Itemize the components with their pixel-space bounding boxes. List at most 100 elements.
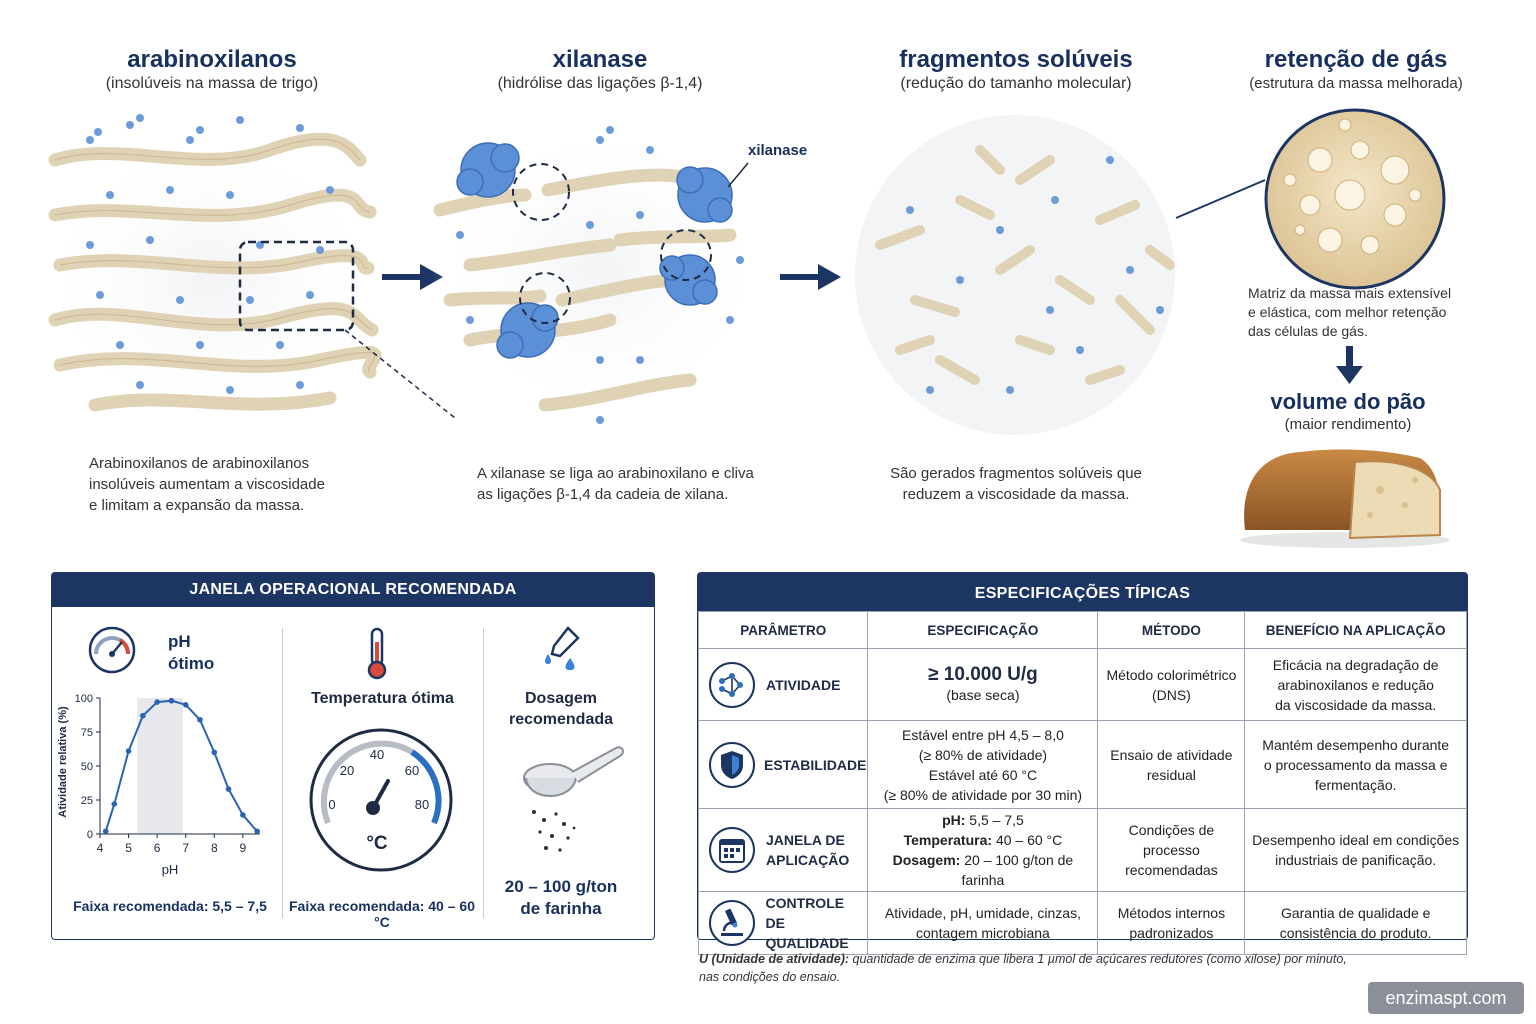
spec-kv: Dosagem: 20 – 100 g/ton de farinha — [869, 850, 1096, 890]
data-point — [182, 702, 189, 708]
caption-line: São gerados fragmentos solúveis que — [890, 465, 1142, 482]
data-point — [125, 748, 132, 754]
benefit-line: Mantém desempenho durante — [1262, 736, 1450, 753]
caption-line: das células de gás. — [1248, 323, 1368, 339]
param-line: JANELA DE — [766, 832, 845, 848]
benefit-cell: Eficácia na degradação de arabinoxilanos… — [1244, 648, 1467, 721]
column-header: PARÂMETRO — [697, 611, 869, 649]
dosage-value-line2: de farinha — [520, 899, 602, 918]
caption-line: reduzem a viscosidade da massa. — [902, 486, 1130, 503]
method-cell: Método colorimétrico (DNS) — [1097, 648, 1246, 721]
method-line: Método colorimétrico — [1106, 666, 1237, 683]
spec-line: Estável entre pH 4,5 – 8,0 — [902, 726, 1064, 743]
param-line: APLICAÇÃO — [766, 852, 850, 868]
column-header: MÉTODO — [1097, 611, 1246, 649]
benefit-line: arabinoxilanos e redução — [1277, 676, 1434, 693]
dosage-value: 20 – 100 g/ton de farinha — [494, 876, 628, 920]
xylanase-label: xilanase — [748, 142, 808, 159]
spec-value: 40 – 60 °C — [995, 832, 1063, 848]
activity-curve — [104, 699, 258, 832]
spec-value: 20 – 100 g/ton de farinha — [961, 852, 1074, 888]
x-tick-label: 5 — [125, 841, 132, 855]
measuring-scoop-icon — [523, 746, 624, 852]
stage1-title: arabinoxilanos — [127, 46, 297, 73]
param-label: ESTABILIDADE — [764, 756, 867, 773]
arabinoxylan-network — [35, 114, 456, 430]
footnote-line1: U (Unidade de atividade): quantidade de … — [699, 950, 1359, 968]
recommended-band — [137, 698, 183, 834]
spec-cell: Atividade, pH, umidade, cinzas, contagem… — [867, 891, 1099, 955]
flow-arrow-2 — [780, 264, 841, 290]
method-line: Ensaio de atividade — [1110, 746, 1233, 763]
data-point — [225, 786, 232, 792]
ph-recommended-range: Faixa recomendada: 5,5 – 7,5 — [73, 898, 267, 914]
stage3-caption: São gerados fragmentos solúveis que redu… — [866, 463, 1166, 505]
stage1-subtitle: (insolúveis na massa de trigo) — [105, 75, 319, 92]
param-label: ATIVIDADE — [766, 676, 841, 693]
spec-kv: Temperatura: 40 – 60 °C — [869, 830, 1096, 850]
down-arrow — [1336, 346, 1363, 384]
watermark-link[interactable]: enzimaspt.com — [1368, 982, 1524, 1014]
x-tick-label: 6 — [154, 841, 161, 855]
temperature-title: Temperatura ótima — [311, 690, 454, 707]
benefit-line: Garantia de qualidade e — [1280, 905, 1431, 921]
dosage-title-line2: recomendada — [508, 711, 614, 728]
dosage-value-line1: 20 – 100 g/ton — [504, 877, 618, 896]
y-tick-label: 75 — [81, 727, 93, 739]
dial-label: 60 — [405, 763, 419, 778]
gauge-icon — [88, 626, 136, 674]
footnote-line2: nas condições do ensaio. — [699, 970, 841, 984]
footnote-term: U (Unidade de atividade): — [699, 952, 850, 966]
param-cell: ATIVIDADE — [697, 648, 869, 721]
calendar-icon — [709, 827, 755, 873]
ph-title-line2: ótimo — [168, 654, 215, 673]
operational-window-header: JANELA OPERACIONAL RECOMENDADA — [52, 573, 654, 607]
method-line: padronizados — [1129, 925, 1214, 941]
caption-line: e limitam a expansão da massa. — [89, 497, 305, 514]
stage2-title: xilanase — [552, 46, 648, 73]
spec-line: (≥ 80% de atividade) — [918, 746, 1048, 763]
dosage-title: Dosagem recomendada — [494, 688, 628, 730]
spec-key: pH: — [942, 812, 966, 828]
dial-label: 40 — [370, 747, 384, 762]
xylanase-action — [430, 120, 770, 424]
caption-line: Matriz da massa mais extensível — [1248, 285, 1452, 301]
temperature-dial: 0 20 40 60 80 °C — [309, 728, 453, 872]
data-point — [102, 828, 109, 835]
stage2-subtitle: (hidrólise das ligações β-1,4) — [497, 75, 703, 92]
data-point — [197, 716, 203, 723]
microscope-icon — [709, 900, 755, 946]
temperature-recommended-range: Faixa recomendada: 40 – 60 °C — [289, 898, 475, 930]
param-label: JANELA DE APLICAÇÃO — [766, 830, 849, 870]
stage2-caption: A xilanase se liga ao arabinoxilano e cl… — [477, 463, 777, 505]
method-line: (DNS) — [1151, 686, 1191, 703]
data-point — [254, 828, 260, 835]
ph-title: pH ótimo — [168, 631, 214, 675]
caption-line: as ligações β-1,4 da cadeia de xilana. — [477, 486, 729, 503]
spec-line: Atividade, pH, umidade, cinzas, — [884, 905, 1081, 921]
crumb-structure — [1264, 108, 1446, 290]
result-subtitle: (maior rendimento) — [1284, 416, 1412, 433]
method-line: Métodos internos — [1117, 905, 1226, 921]
benefit-line: industriais de panificação. — [1275, 852, 1437, 868]
chart-ylabel: Atividade relativa (%) — [57, 706, 69, 818]
divider — [483, 628, 484, 918]
benefit-cell: Garantia de qualidade e consistência do … — [1244, 891, 1467, 955]
param-line: QUALIDADE — [765, 935, 849, 951]
molecule-icon — [709, 661, 755, 708]
x-tick-label: 9 — [240, 841, 247, 855]
benefit-line: consistência do produto. — [1279, 925, 1432, 941]
result-title: volume do pão — [1270, 389, 1426, 414]
bread-loaf-image — [1240, 449, 1450, 548]
dosage-title-line1: Dosagem — [524, 690, 598, 707]
spec-line: (base seca) — [946, 686, 1020, 703]
method-line: recomendadas — [1125, 862, 1218, 878]
method-line: Condições de processo — [1128, 822, 1215, 858]
table-row: JANELA DE APLICAÇÃO pH: 5,5 – 7,5 Temper… — [697, 808, 1467, 892]
specifications-table: PARÂMETRO ESPECIFICAÇÃO MÉTODO BENEFÍCIO… — [697, 611, 1467, 955]
shield-icon — [709, 741, 755, 788]
y-tick-label: 50 — [81, 761, 93, 773]
benefit-cell: Desempenho ideal em condições industriai… — [1244, 808, 1467, 892]
table-row: ATIVIDADE ≥ 10.000 U/g (base seca) Métod… — [697, 648, 1467, 721]
